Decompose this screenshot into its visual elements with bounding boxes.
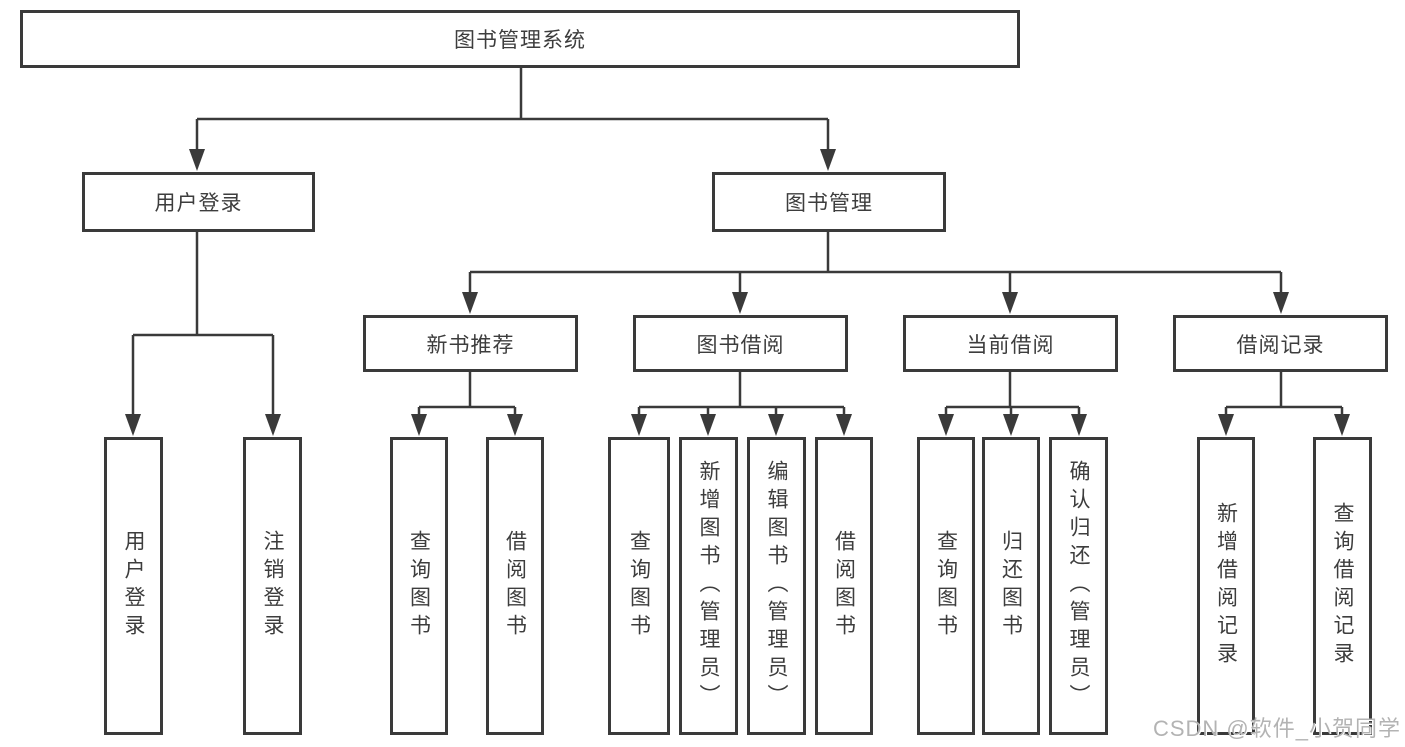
node-book-mgmt: 图书管理 xyxy=(712,172,946,232)
arrow-down-icon xyxy=(836,414,852,436)
connector-bookmgmt-to-level3 xyxy=(462,232,1289,314)
node-new-book-rec: 新书推荐 xyxy=(363,315,578,372)
leaf-rec-query-books: 查询图书 xyxy=(390,437,448,735)
node-root: 图书管理系统 xyxy=(20,10,1020,68)
leaf-bb-add-books-label: 新增图书（管理员） xyxy=(697,460,720,712)
arrow-down-icon xyxy=(1218,414,1234,436)
connector-borrowrecords-to-leaves xyxy=(1218,372,1350,436)
arrow-down-icon xyxy=(820,149,836,171)
connector-userlogin-to-leaves xyxy=(125,232,281,436)
leaf-bb-borrow-books-label: 借阅图书 xyxy=(832,530,856,642)
arrow-down-icon xyxy=(265,414,281,436)
leaf-rec-borrow-books: 借阅图书 xyxy=(486,437,544,735)
node-current-borrow-label: 当前借阅 xyxy=(966,333,1055,357)
node-new-book-rec-label: 新书推荐 xyxy=(426,333,515,357)
arrow-down-icon xyxy=(631,414,647,436)
leaf-cb-confirm-return: 确认归还（管理员） xyxy=(1049,437,1108,735)
leaf-bb-add-books: 新增图书（管理员） xyxy=(679,437,738,735)
leaf-cb-return-books: 归还图书 xyxy=(982,437,1040,735)
leaf-rec-borrow-books-label: 借阅图书 xyxy=(503,530,527,642)
leaf-user-login: 用户登录 xyxy=(104,437,163,735)
csdn-watermark: CSDN @软件_小贺同学 xyxy=(1152,716,1401,741)
leaf-cb-return-books-label: 归还图书 xyxy=(999,530,1023,642)
leaf-user-login-label: 用户登录 xyxy=(122,530,145,642)
leaf-cb-query-books: 查询图书 xyxy=(917,437,975,735)
arrow-down-icon xyxy=(1002,292,1018,314)
leaf-cb-confirm-return-label: 确认归还（管理员） xyxy=(1067,460,1090,712)
node-book-borrow: 图书借阅 xyxy=(633,315,848,372)
leaf-bb-edit-books: 编辑图书（管理员） xyxy=(747,437,806,735)
connector-currentborrow-to-leaves xyxy=(938,372,1087,436)
arrow-down-icon xyxy=(1273,292,1289,314)
node-book-borrow-label: 图书借阅 xyxy=(696,333,785,357)
leaf-br-query-record: 查询借阅记录 xyxy=(1313,437,1372,735)
node-borrow-records-label: 借阅记录 xyxy=(1236,333,1325,357)
leaf-bb-query-books: 查询图书 xyxy=(608,437,670,735)
arrow-down-icon xyxy=(768,414,784,436)
arrow-down-icon xyxy=(700,414,716,436)
arrow-down-icon xyxy=(507,414,523,436)
leaf-logout-label: 注销登录 xyxy=(261,530,284,642)
node-current-borrow: 当前借阅 xyxy=(903,315,1118,372)
node-user-login: 用户登录 xyxy=(82,172,315,232)
arrow-down-icon xyxy=(1334,414,1350,436)
connector-newbookrec-to-leaves xyxy=(411,372,523,436)
arrow-down-icon xyxy=(732,292,748,314)
arrow-down-icon xyxy=(462,292,478,314)
arrow-down-icon xyxy=(1071,414,1087,436)
leaf-bb-edit-books-label: 编辑图书（管理员） xyxy=(765,460,788,712)
node-borrow-records: 借阅记录 xyxy=(1173,315,1388,372)
node-book-mgmt-label: 图书管理 xyxy=(785,192,873,215)
connector-bookborrow-to-leaves xyxy=(631,372,852,436)
leaf-cb-query-books-label: 查询图书 xyxy=(934,530,958,642)
node-user-login-label: 用户登录 xyxy=(154,192,243,215)
leaf-bb-query-books-label: 查询图书 xyxy=(627,530,651,642)
leaf-logout: 注销登录 xyxy=(243,437,302,735)
arrow-down-icon xyxy=(1003,414,1019,436)
arrow-down-icon xyxy=(411,414,427,436)
leaf-br-add-record-label: 新增借阅记录 xyxy=(1214,502,1238,670)
connector-root-to-level2 xyxy=(189,68,836,171)
leaf-br-query-record-label: 查询借阅记录 xyxy=(1331,502,1354,670)
arrow-down-icon xyxy=(938,414,954,436)
arrow-down-icon xyxy=(125,414,141,436)
arrow-down-icon xyxy=(189,149,205,171)
leaf-rec-query-books-label: 查询图书 xyxy=(407,530,431,642)
node-root-label: 图书管理系统 xyxy=(454,29,586,52)
leaf-br-add-record: 新增借阅记录 xyxy=(1197,437,1255,735)
leaf-bb-borrow-books: 借阅图书 xyxy=(815,437,873,735)
